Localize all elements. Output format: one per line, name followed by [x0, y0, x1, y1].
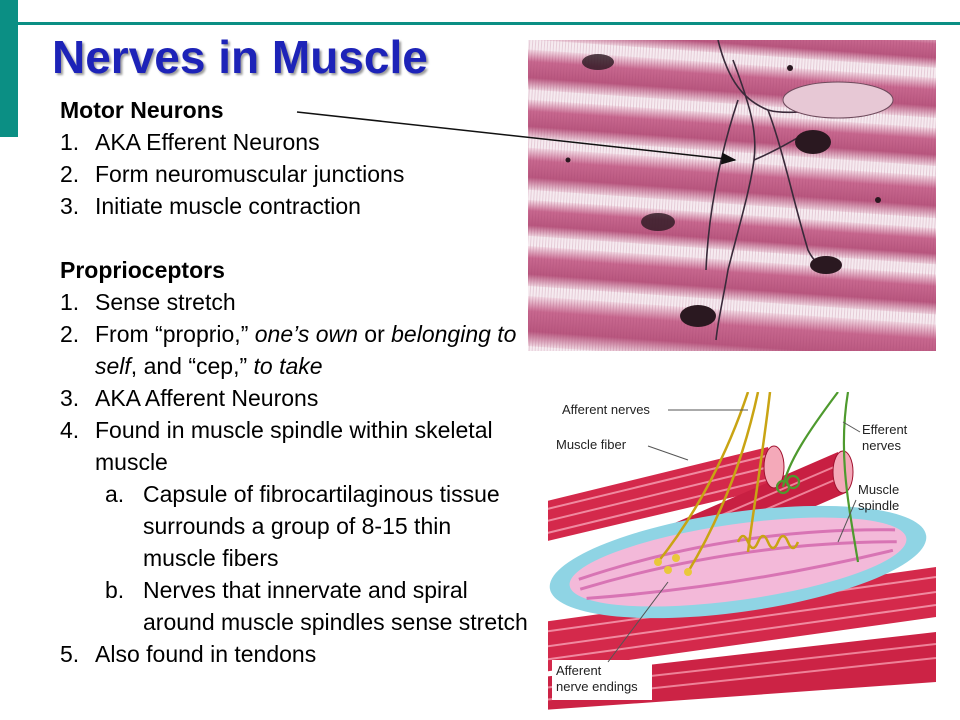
item-text: AKA Efferent Neurons	[95, 129, 320, 155]
muscle-spindle-diagram: Afferent nerves Muscle fiber Efferent ne…	[548, 392, 936, 710]
text-run: , and “cep,”	[130, 353, 254, 379]
item-number: 1.	[60, 289, 80, 315]
text-run: or	[357, 321, 392, 347]
proprio-item: 1. Sense stretch	[60, 286, 530, 318]
proprio-item: 4. Found in muscle spindle within skeleta…	[60, 414, 530, 478]
item-text: Also found in tendons	[95, 641, 317, 667]
item-number: 3.	[60, 385, 80, 411]
accent-bar	[0, 0, 18, 137]
motor-item: 3. Initiate muscle contraction	[60, 190, 530, 222]
diagram-labels: Afferent nerves Muscle fiber Efferent ne…	[552, 402, 908, 700]
item-text: Nerves that innervate and spiral around …	[143, 577, 528, 635]
text-run: From “proprio,”	[95, 321, 255, 347]
text-run-italic: to take	[253, 353, 323, 379]
item-number: 3.	[60, 193, 80, 219]
item-text: Initiate muscle contraction	[95, 193, 361, 219]
proprio-item: 3. AKA Afferent Neurons	[60, 382, 530, 414]
item-number: 5.	[60, 641, 80, 667]
item-number: 2.	[60, 321, 80, 347]
item-number: 2.	[60, 161, 80, 187]
item-letter: b.	[105, 577, 125, 603]
label-afferent-nerves: Afferent nerves	[562, 402, 650, 417]
slide-title: Nerves in Muscle	[52, 31, 428, 83]
label-muscle-fiber: Muscle fiber	[556, 437, 627, 452]
item-number: 1.	[60, 129, 80, 155]
proprio-item: 5. Also found in tendons	[60, 638, 530, 670]
item-text: Capsule of fibrocartilaginous tissue sur…	[143, 481, 500, 571]
proprio-subitem: a. Capsule of fibrocartilaginous tissue s…	[60, 478, 530, 574]
item-text: Sense stretch	[95, 289, 236, 315]
muscle-micrograph-image	[528, 40, 936, 351]
item-text: Form neuromuscular junctions	[95, 161, 405, 187]
spacer	[60, 222, 530, 254]
motor-heading: Motor Neurons	[60, 97, 224, 123]
proprio-subitem: b. Nerves that innervate and spiral aroun…	[60, 574, 530, 638]
motor-item: 2. Form neuromuscular junctions	[60, 158, 530, 190]
label-afferent-endings-line1: Afferent	[556, 663, 602, 678]
motor-item: 1. AKA Efferent Neurons	[60, 126, 530, 158]
label-afferent-endings-line2: nerve endings	[556, 679, 638, 694]
label-efferent-nerves-line1: Efferent	[862, 422, 908, 437]
label-muscle-spindle-line1: Muscle	[858, 482, 899, 497]
label-efferent-nerves-line2: nerves	[862, 438, 902, 453]
text-run-italic: one’s own	[254, 321, 358, 347]
top-rule	[18, 22, 960, 25]
item-number: 4.	[60, 417, 80, 443]
proprio-item: 2. From “proprio,” one’s own or belonging…	[60, 318, 530, 382]
text-run-italic: belonging to self	[95, 321, 517, 379]
item-text: Found in muscle spindle within skeletal …	[95, 417, 493, 475]
item-text: From “proprio,” one’s own or belonging t…	[95, 321, 516, 379]
label-muscle-spindle-line2: spindle	[858, 498, 899, 513]
bullet-content: Motor Neurons 1. AKA Efferent Neurons 2. F…	[60, 94, 530, 670]
proprio-heading: Proprioceptors	[60, 257, 225, 283]
item-text: AKA Afferent Neurons	[95, 385, 319, 411]
item-letter: a.	[105, 481, 125, 507]
